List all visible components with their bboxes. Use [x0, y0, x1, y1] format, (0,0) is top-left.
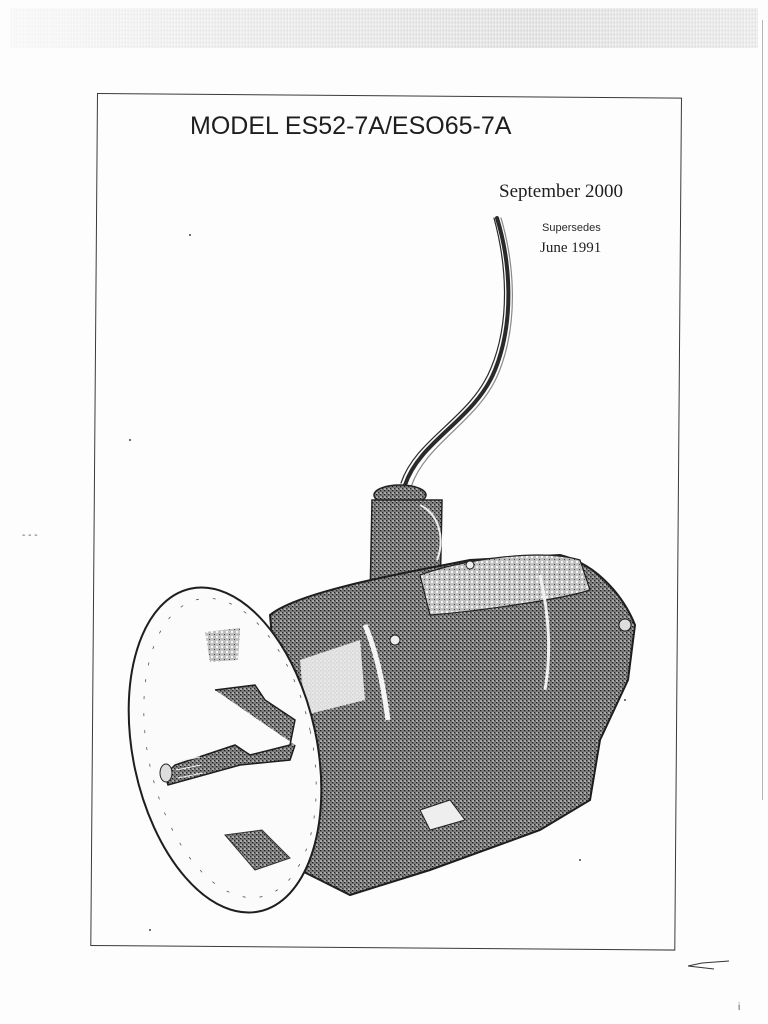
shift-lever	[400, 216, 513, 488]
supersedes-date: June 1991	[540, 240, 602, 256]
input-shaft	[159, 684, 296, 786]
issue-date: September 2000	[499, 181, 624, 202]
left-margin-mark: - - -	[22, 530, 38, 541]
page-edge-line	[762, 20, 763, 800]
scanner-noise-band	[10, 8, 758, 48]
arrow-left-mark	[687, 960, 730, 970]
model-title: MODEL ES52-7A/ESO65-7A	[190, 112, 512, 140]
transmission-case	[268, 553, 637, 897]
scan-specks	[129, 234, 626, 931]
supersedes-label: Supersedes	[542, 222, 601, 234]
bottom-right-mark: i	[738, 1002, 741, 1013]
transmission-illustration	[127, 216, 637, 931]
